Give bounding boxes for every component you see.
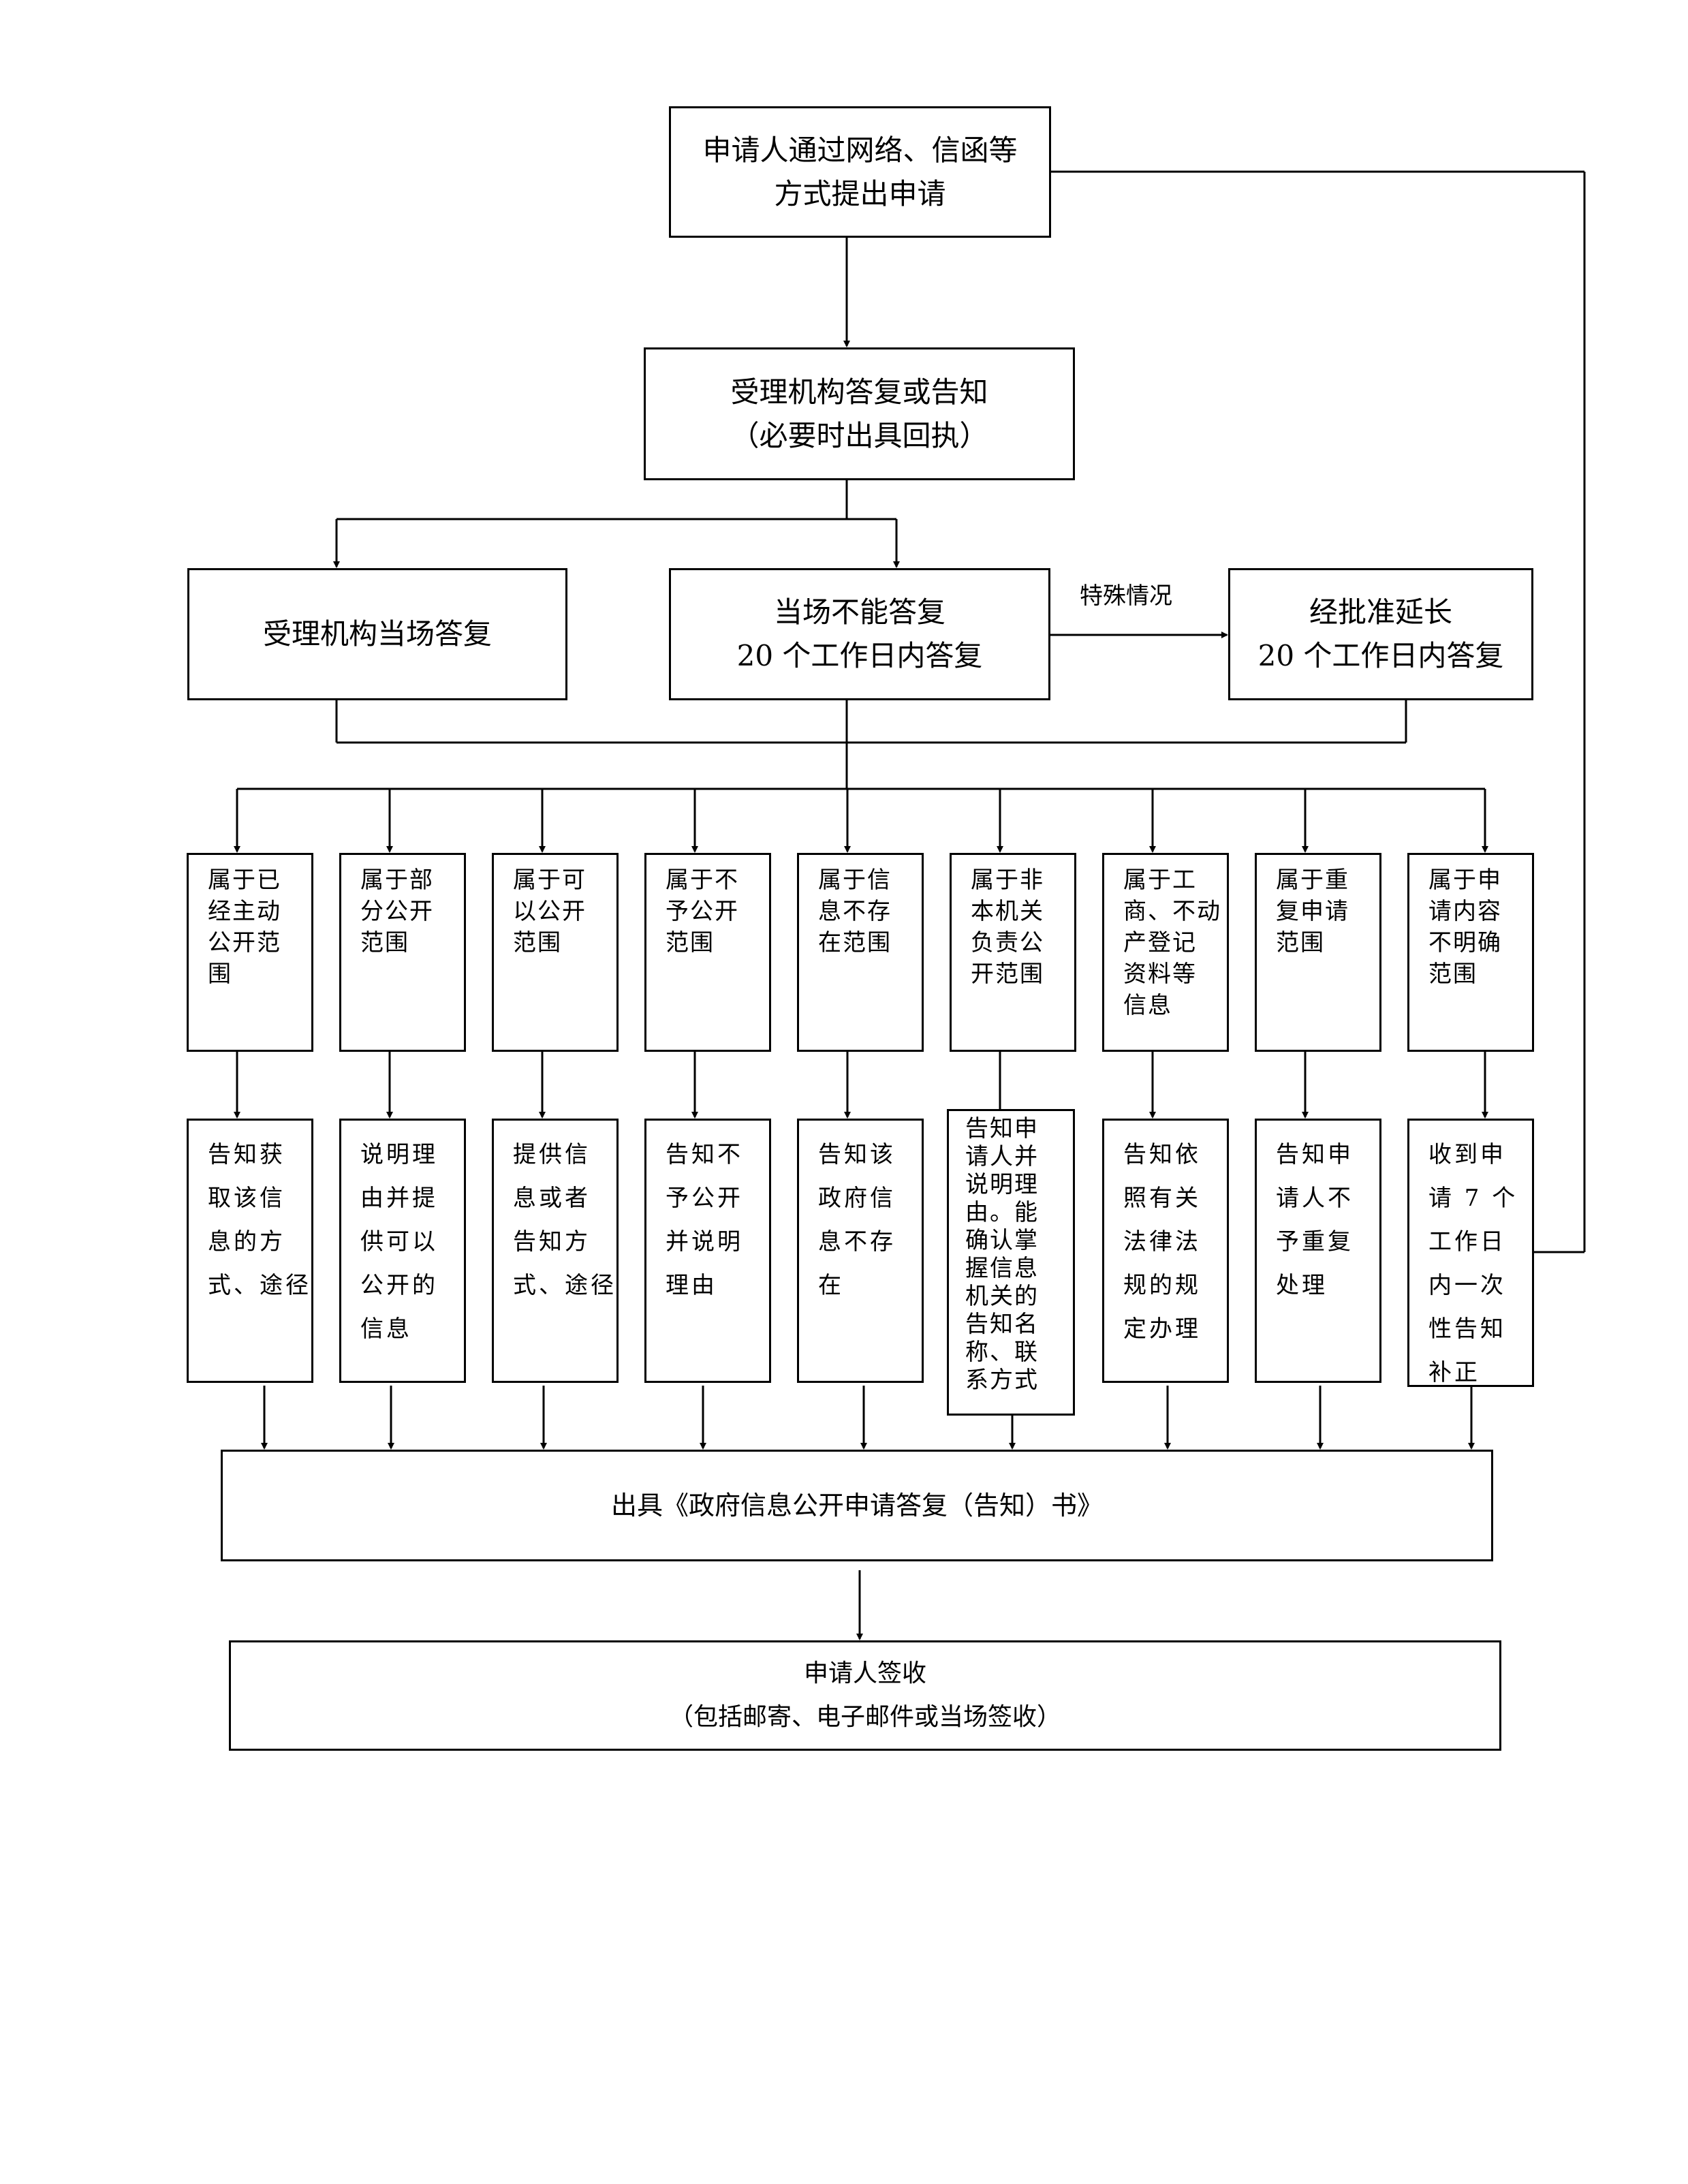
- extended-reply-line2: 20 个工作日内答复: [1257, 639, 1504, 672]
- category-box-6: 属于非 本机关 负责公 开范围: [950, 853, 1076, 1052]
- result-box-2: 说明理 由并提 供可以 公开的 信息: [339, 1119, 466, 1383]
- immediate-reply-label: 受理机构当场答复: [262, 617, 492, 651]
- result-box-6: 告知申 请人并 说明理 由。能 确认掌 握信息 机关的 告知名 称、联 系方式: [947, 1109, 1075, 1416]
- category-box-9: 属于申 请内容 不明确 范围: [1407, 853, 1534, 1052]
- deferred-reply-box: 当场不能答复 20 个工作日内答复: [669, 568, 1050, 700]
- apply-line1: 申请人通过网络、信函等: [702, 133, 1018, 167]
- issue-reply-box: 出具《政府信息公开申请答复（告知）书》: [221, 1450, 1493, 1561]
- accept-line1: 受理机构答复或告知: [730, 375, 988, 409]
- category-box-2: 属于部 分公开 范围: [339, 853, 466, 1052]
- extended-reply-box: 经批准延长 20 个工作日内答复: [1228, 568, 1533, 700]
- extended-reply-line1: 经批准延长: [1309, 595, 1452, 629]
- deferred-reply-line2: 20 个工作日内答复: [736, 639, 983, 672]
- category-box-4: 属于不 予公开 范围: [644, 853, 771, 1052]
- accept-line2: （必要时出具回执）: [730, 418, 988, 452]
- category-box-1: 属于已 经主动 公开范 围: [187, 853, 313, 1052]
- applicant-sign-line2: （包括邮寄、电子邮件或当场签收）: [668, 1703, 1061, 1731]
- result-box-5: 告知该 政府信 息不存 在: [797, 1119, 924, 1383]
- result-box-1: 告知获 取该信 息的方 式、途径: [187, 1119, 313, 1383]
- special-case-label: 特殊情况: [1080, 582, 1172, 610]
- apply-box: 申请人通过网络、信函等 方式提出申请: [669, 106, 1051, 238]
- apply-line2: 方式提出申请: [774, 176, 946, 210]
- issue-reply-label: 出具《政府信息公开申请答复（告知）书》: [610, 1491, 1103, 1520]
- category-box-8: 属于重 复申请 范围: [1255, 853, 1381, 1052]
- immediate-reply-box: 受理机构当场答复: [187, 568, 567, 700]
- result-box-9: 收到申 请 7 个 工作日 内一次 性告知 补正: [1407, 1119, 1534, 1387]
- result-box-8: 告知申 请人不 予重复 处理: [1255, 1119, 1381, 1383]
- result-box-7: 告知依 照有关 法律法 规的规 定办理: [1102, 1119, 1229, 1383]
- accept-box: 受理机构答复或告知 （必要时出具回执）: [644, 347, 1075, 480]
- category-box-7: 属于工 商、不动 产登记 资料等 信息: [1102, 853, 1229, 1052]
- category-box-5: 属于信 息不存 在范围: [797, 853, 924, 1052]
- deferred-reply-line1: 当场不能答复: [773, 595, 945, 629]
- result-box-4: 告知不 予公开 并说明 理由: [644, 1119, 771, 1383]
- applicant-sign-box: 申请人签收 （包括邮寄、电子邮件或当场签收）: [229, 1640, 1501, 1751]
- applicant-sign-line1: 申请人签收: [803, 1659, 926, 1687]
- category-box-3: 属于可 以公开 范围: [492, 853, 619, 1052]
- result-box-3: 提供信 息或者 告知方 式、途径: [492, 1119, 619, 1383]
